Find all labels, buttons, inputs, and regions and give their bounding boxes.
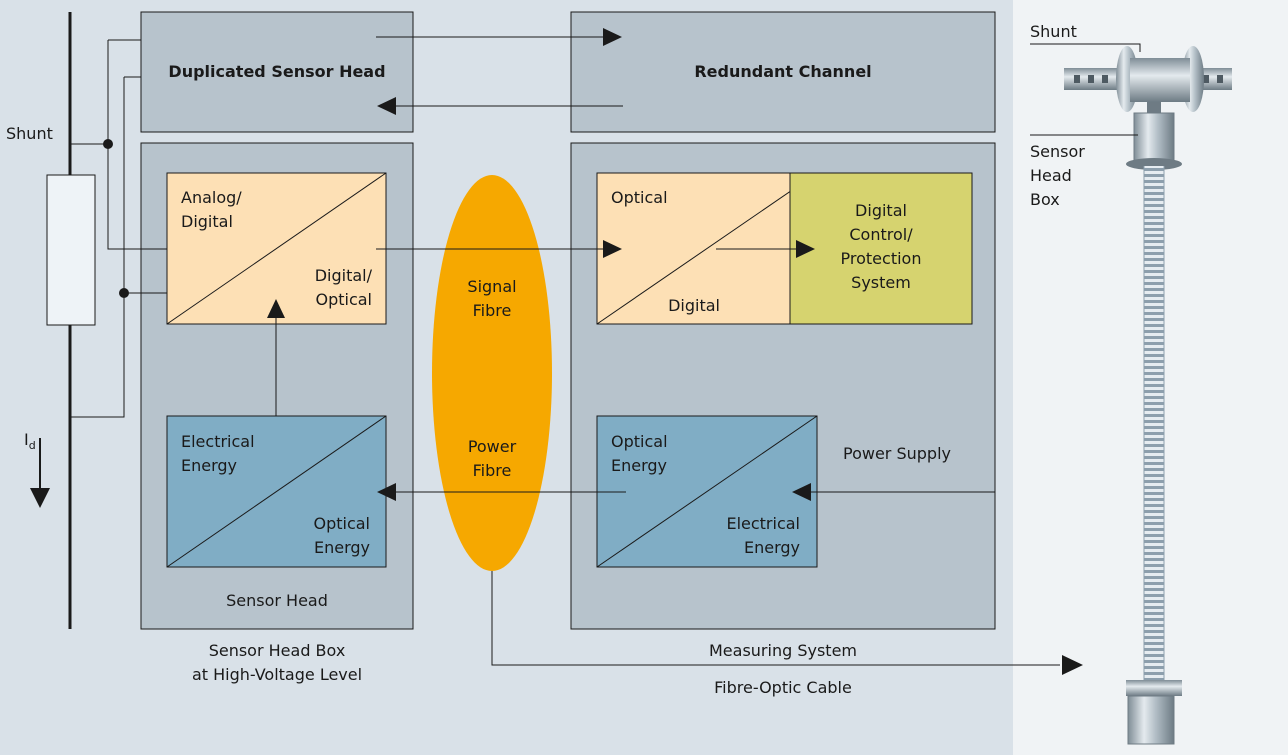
junction-dot [119, 288, 129, 298]
electrical-energy-output-label: Electrical Energy [726, 514, 800, 557]
electrical-energy-input-label: Electrical Energy [181, 432, 255, 475]
current-label: Id [24, 430, 36, 453]
redundant-channel-panel [570, 11, 996, 133]
power-fibre-label: Power Fibre [467, 437, 517, 480]
optical-input-label: Optical [611, 188, 668, 207]
arrowheads [267, 28, 1083, 675]
photo-shunt-label: Shunt [1030, 22, 1077, 41]
current-arrow-head [30, 488, 50, 508]
converter-diagonal [166, 172, 387, 325]
digital-optical-label: Digital/ Optical [314, 266, 372, 309]
optical-energy-output-label: Optical Energy [313, 514, 370, 557]
fibre-ellipse [432, 175, 552, 571]
converter-diagonal [596, 415, 818, 568]
power-supply-label: Power Supply [843, 444, 951, 463]
insulator-photo [1064, 46, 1232, 745]
junction-dot [103, 139, 113, 149]
shunt-label: Shunt [6, 124, 53, 143]
fibre-optic-cable-caption: Fibre-Optic Cable [714, 678, 852, 697]
photo-sensor-head-box-label: Sensor Head Box [1030, 142, 1085, 209]
measuring-system-caption: Measuring System [709, 641, 857, 660]
redundant-channel-label: Redundant Channel [694, 62, 872, 81]
signal-fibre-label: Signal Fibre [467, 277, 517, 320]
duplicated-sensor-head-panel [140, 11, 414, 133]
duplicated-sensor-head-label: Duplicated Sensor Head [168, 62, 386, 81]
shunt-resistor [46, 174, 96, 326]
sensor-head-box-caption: Sensor Head Box at High-Voltage Level [191, 641, 363, 684]
digital-output-label: Digital [668, 296, 720, 315]
wiring [70, 36, 1060, 666]
optical-energy-input-label: Optical Energy [611, 432, 668, 475]
shunt-leader-line [1030, 43, 1141, 52]
sensor-head-label: Sensor Head [226, 591, 328, 610]
converter-diagonal [596, 172, 818, 325]
analog-digital-label: Analog/ Digital [181, 188, 242, 231]
converter-diagonal [166, 415, 387, 568]
digital-control-label: Digital Control/ Protection System [840, 201, 922, 292]
